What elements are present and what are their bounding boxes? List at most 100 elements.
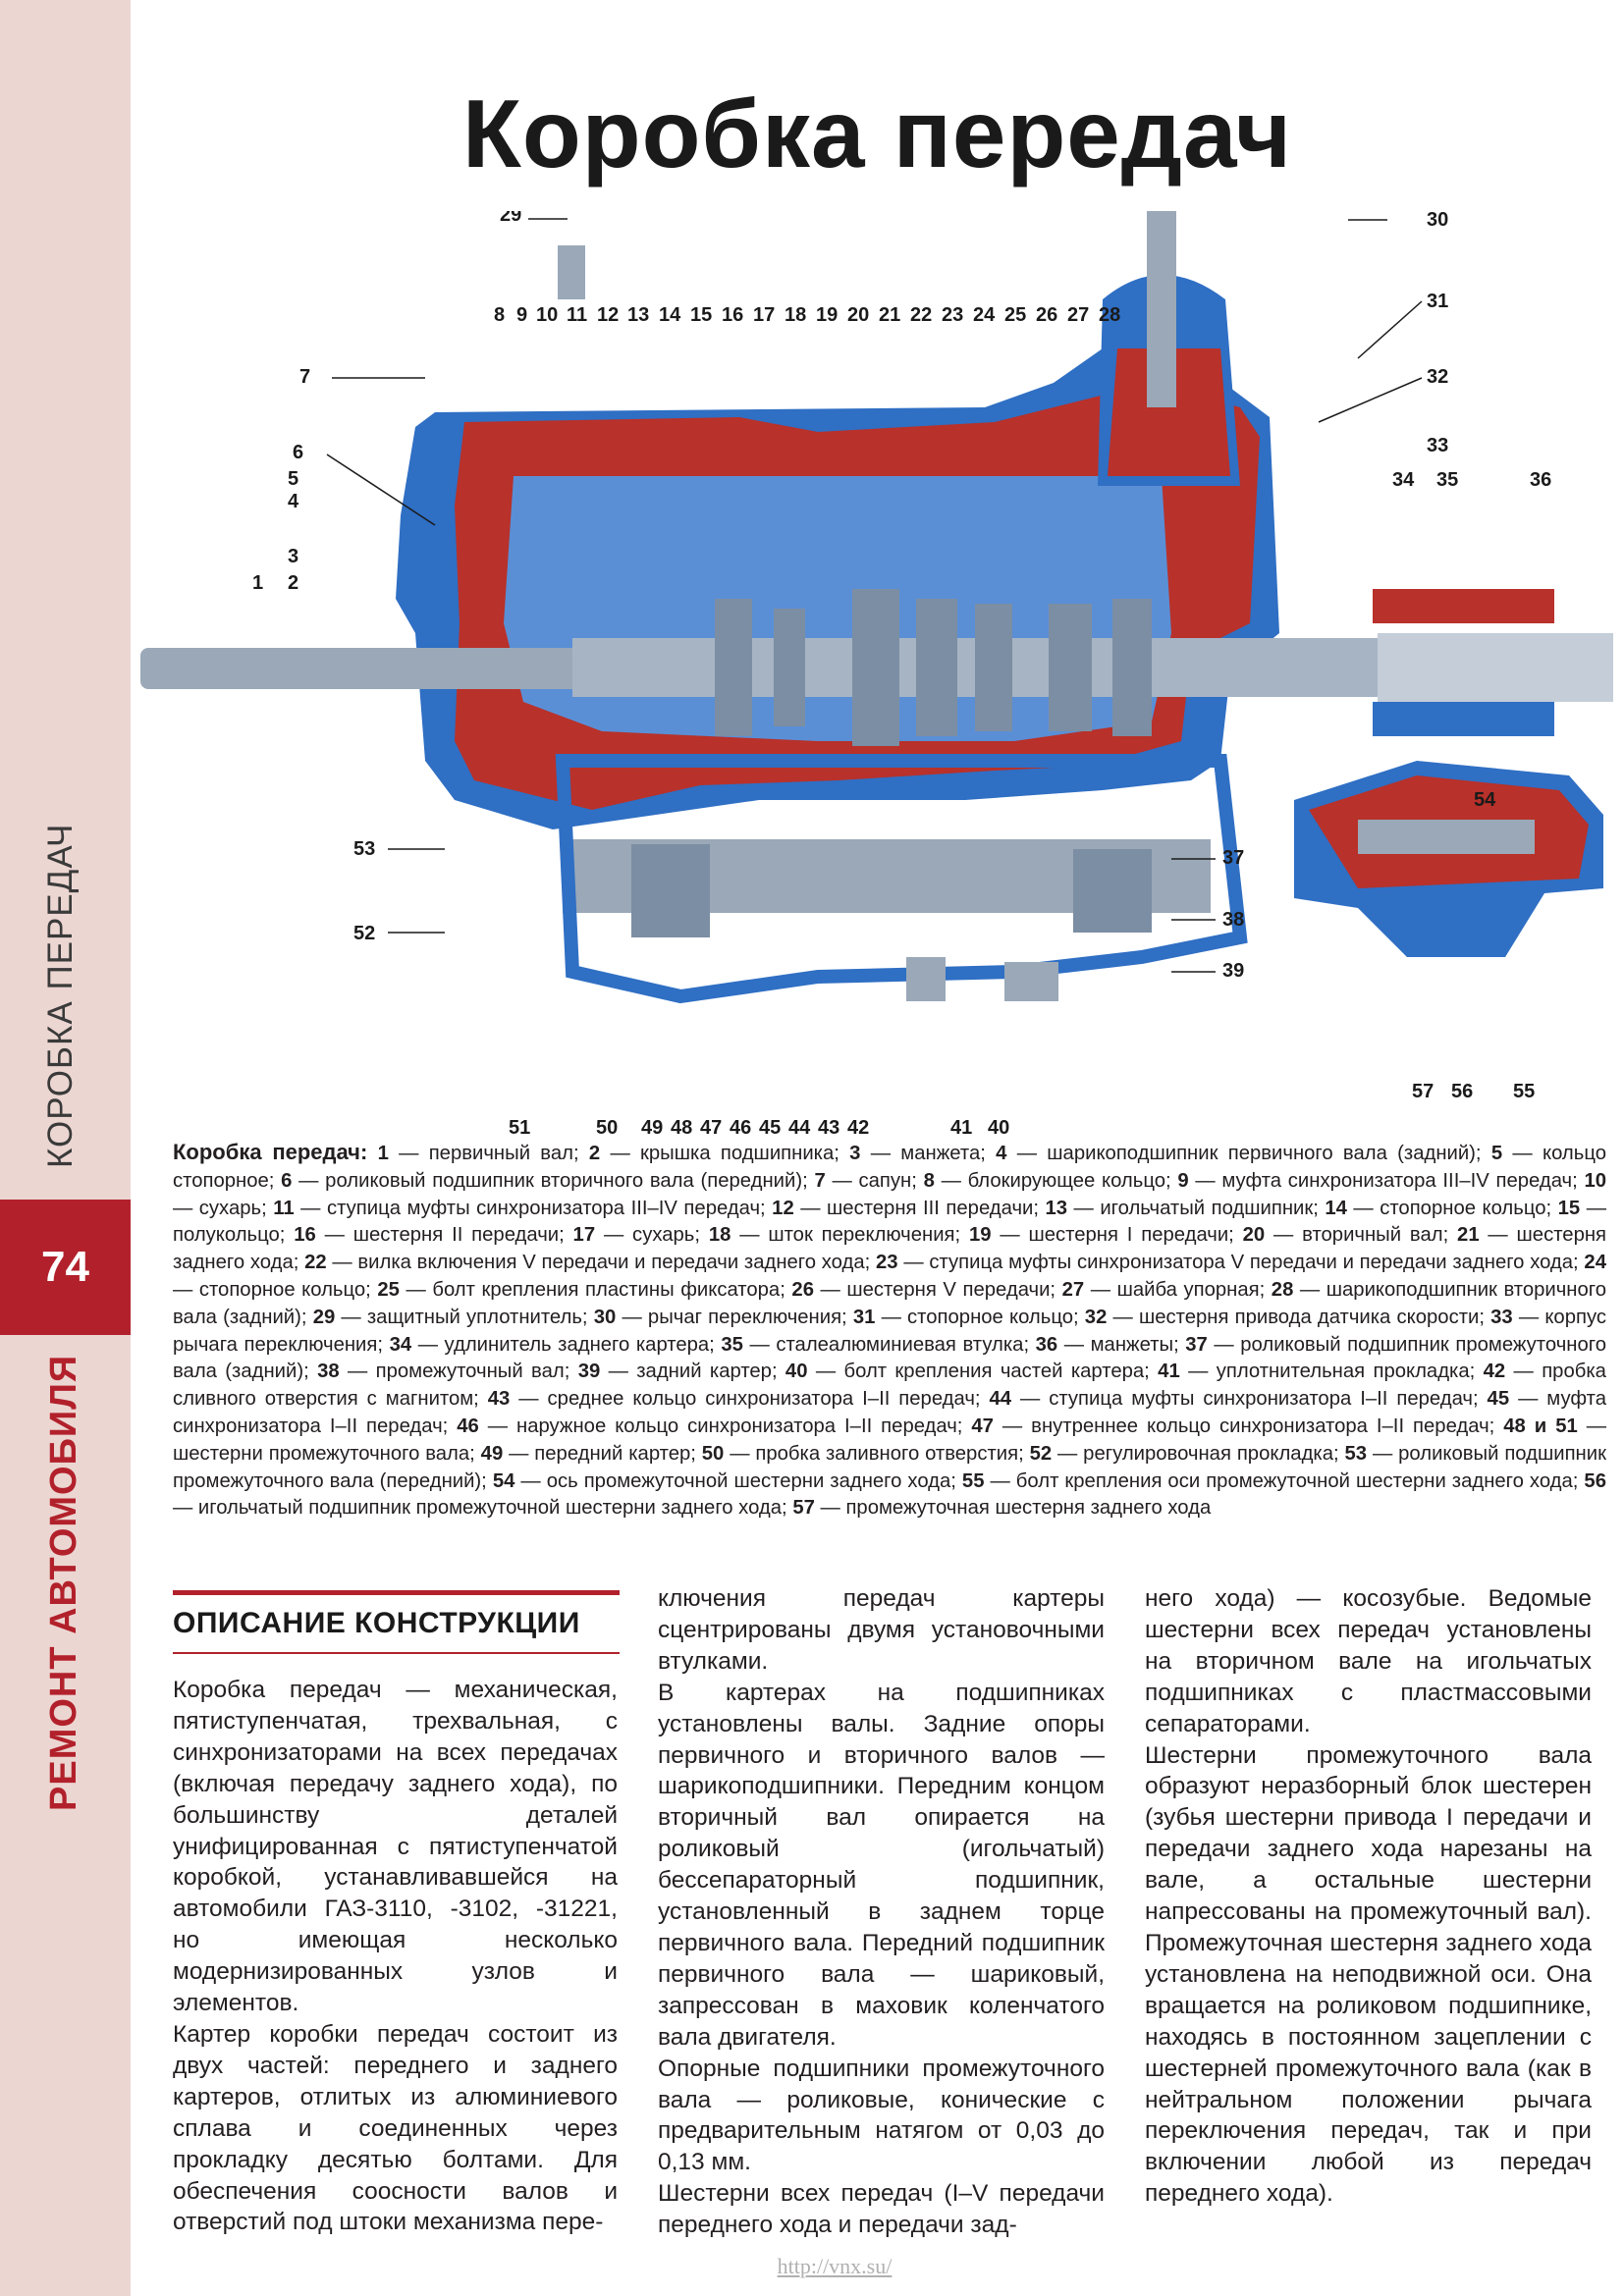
legend-item-number: 21 <box>1448 1224 1480 1247</box>
callout-44: 44 <box>788 1117 811 1139</box>
main-gears <box>715 589 1152 746</box>
countershaft-gear-back <box>1073 849 1152 933</box>
legend-item-number: 16 <box>285 1224 316 1247</box>
legend-item-number: 32 <box>1078 1306 1108 1328</box>
callout-22: 22 <box>910 304 932 326</box>
callout-53: 53 <box>353 838 375 860</box>
legend-item: 5 — кольцо стопорное; <box>173 1143 1606 1192</box>
legend-item: 42 — пробка сливного отверстия с магнито… <box>173 1361 1606 1410</box>
legend-item-number: 14 <box>1318 1197 1347 1219</box>
callout-3: 3 <box>288 546 298 567</box>
output-shaft <box>572 638 1505 697</box>
legend-item: 25 — болт крепления пластины фиксатора; <box>371 1279 785 1301</box>
callout-37: 37 <box>1222 847 1244 869</box>
legend-item-text: — корпус рычага переключения; <box>173 1306 1607 1356</box>
legend-item-number: 43 <box>478 1388 511 1411</box>
legend-item-number: 28 <box>1265 1278 1294 1301</box>
callout-16: 16 <box>722 304 743 326</box>
legend-item-number: 42 <box>1475 1361 1506 1383</box>
callout-24: 24 <box>973 304 996 326</box>
legend-item-text: — шарикоподшипник вторичного вала (задни… <box>173 1278 1607 1328</box>
legend-item-text: — шарикоподшипник первичного вала (задни… <box>1006 1143 1482 1164</box>
legend-item-text: — болт крепления оси промежуточной шесте… <box>984 1469 1579 1492</box>
legend-item-number: 5 <box>1481 1143 1503 1164</box>
legend-item: 50 — пробка заливного отверстия; <box>696 1443 1024 1465</box>
legend-item-text: — шестерня заднего хода; <box>173 1224 1607 1274</box>
legend-item-number: 57 <box>786 1497 815 1520</box>
callout-48: 48 <box>671 1117 692 1139</box>
legend-item: 9 — муфта синхронизатора III–IV передач; <box>1170 1169 1578 1192</box>
legend-item-number: 40 <box>777 1361 808 1383</box>
legend-item-text: — шайба упорная; <box>1084 1278 1266 1301</box>
legend-item-text: — кольцо стопорное; <box>173 1143 1606 1192</box>
callout-30: 30 <box>1427 211 1448 231</box>
callout-11: 11 <box>567 304 587 326</box>
legend-item: 16 — шестерня II передачи; <box>285 1224 564 1246</box>
callout-39: 39 <box>1222 960 1244 982</box>
callout-43: 43 <box>818 1117 839 1139</box>
legend-item: 11 — ступица муфты синхронизатора III–IV… <box>267 1198 765 1219</box>
legend-item-number: 47 <box>962 1415 994 1437</box>
footer-link[interactable]: http://vnx.su/ <box>777 2254 893 2278</box>
legend-item-number: 9 <box>1170 1169 1189 1192</box>
callout-32: 32 <box>1427 366 1448 388</box>
legend-item: 29 — защитный уплотнитель; <box>307 1307 588 1328</box>
legend-item-text: — пробка заливного отверстия; <box>724 1442 1024 1465</box>
legend-item-number: 26 <box>785 1278 814 1301</box>
legend-item: 20 — вторичный вал; <box>1233 1224 1449 1247</box>
legend-item: 13 — игольчатый подшипник; <box>1039 1198 1318 1219</box>
paragraph: ключения передач картеры сцентрированы д… <box>658 1585 1105 1675</box>
callout-15: 15 <box>690 304 712 326</box>
legend-item-number: 36 <box>1029 1333 1058 1356</box>
legend-item-text: — первичный вал; <box>388 1143 579 1164</box>
legend-item-number: 33 <box>1484 1306 1513 1328</box>
legend-item-number: 25 <box>370 1278 400 1301</box>
legend-item-number: 30 <box>587 1306 617 1328</box>
callout-26: 26 <box>1036 304 1057 326</box>
callout-52: 52 <box>353 923 375 944</box>
legend-item: 10 — сухарь; <box>173 1170 1606 1219</box>
legend-item-number: 20 <box>1233 1224 1266 1247</box>
legend-item: 35 — сталеалюминиевая втулка; <box>715 1334 1029 1356</box>
legend-item: 53 — роликовый подшипник промежуточного … <box>173 1443 1606 1492</box>
legend-item: 36 — манжеты; <box>1029 1334 1179 1356</box>
legend-item-text: — внутреннее кольцо синхронизатора I–II … <box>993 1415 1495 1437</box>
legend-item-number: 53 <box>1338 1442 1368 1465</box>
legend-item-number: 2 <box>578 1143 601 1164</box>
callout-27: 27 <box>1067 304 1089 326</box>
legend-item-number: 23 <box>870 1252 898 1274</box>
callout-51: 51 <box>509 1117 530 1139</box>
paragraph: Шестерни промежуточного вала образуют не… <box>1145 1741 1592 2208</box>
legend-item-text: — защитный уплотнитель; <box>335 1306 588 1328</box>
legend-item-text: — роликовый подшипник промежуточного вал… <box>173 1442 1606 1492</box>
legend-item: 32 — шестерня привода датчика скорости; <box>1079 1307 1485 1328</box>
legend-item: 39 — задний картер; <box>569 1361 778 1382</box>
paragraph: него хода) — косозубые. Ведомые шестерни… <box>1145 1585 1592 1737</box>
legend-item-number: 56 <box>1578 1469 1606 1492</box>
legend-item-number: 10 <box>1577 1169 1607 1192</box>
legend-item-text: — сухарь; <box>173 1197 267 1219</box>
callout-23: 23 <box>942 304 963 326</box>
callout-57: 57 <box>1412 1081 1434 1102</box>
legend-item-text: — стопорное кольцо; <box>173 1278 371 1301</box>
legend-item: 4 — шарикоподшипник первичного вала (зад… <box>986 1143 1482 1164</box>
callout-14: 14 <box>659 304 681 326</box>
legend-item-number: 35 <box>714 1333 743 1356</box>
legend: Коробка передач: 1 — первичный вал; 2 — … <box>173 1139 1606 1522</box>
legend-item-number: 1 <box>377 1143 389 1164</box>
legend-items: 1 — первичный вал; 2 — крышка подшипника… <box>173 1143 1606 1519</box>
legend-item-text: — шестерня привода датчика скорости; <box>1107 1306 1485 1328</box>
callout-9: 9 <box>516 304 527 326</box>
legend-item-text: — муфта синхронизатора III–IV передач; <box>1188 1169 1578 1192</box>
legend-item-number: 18 <box>700 1224 731 1247</box>
legend-lead: Коробка передач: <box>173 1140 368 1164</box>
callout-17: 17 <box>753 304 775 326</box>
legend-item: 1 — первичный вал; <box>378 1143 579 1164</box>
legend-item-number: 3 <box>839 1143 861 1164</box>
callout-41: 41 <box>950 1117 972 1139</box>
legend-item: 28 — шарикоподшипник вторичного вала (за… <box>173 1279 1606 1328</box>
callout-36: 36 <box>1530 469 1551 491</box>
callout-31: 31 <box>1427 291 1448 312</box>
legend-item-text: — рычаг переключения; <box>616 1306 847 1328</box>
legend-item-text: — болт крепления пластины фиксатора; <box>399 1278 785 1301</box>
